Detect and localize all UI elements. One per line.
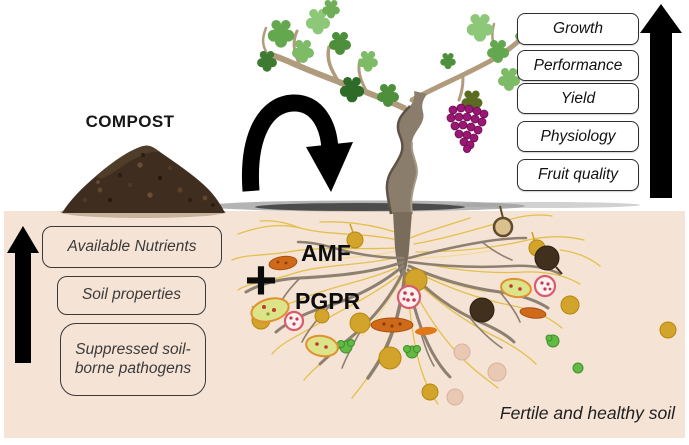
soil-benefit-box-available-nutrients: Available Nutrients: [42, 226, 222, 268]
soil-benefit-box-soil-properties: Soil properties: [57, 276, 206, 315]
spore-icon: [446, 388, 464, 406]
spore-icon: [487, 362, 507, 382]
spore-icon: [453, 343, 471, 361]
spore-icon: [349, 312, 371, 334]
plant-benefit-box-yield: Yield: [517, 83, 639, 114]
spore-icon: [346, 231, 364, 249]
spore-icon: [314, 308, 330, 324]
soil-benefit-label: Available Nutrients: [67, 237, 197, 255]
soil-benefit-box-suppressed-pathogens: Suppressed soil-borne pathogens: [60, 323, 206, 396]
increase-up-arrow-icon: [640, 4, 682, 198]
soil-microbes: [250, 205, 677, 406]
grape-cluster-icon: [446, 103, 489, 153]
increase-up-arrow-icon: [7, 226, 39, 363]
spore-icon: [492, 205, 514, 238]
plant-benefit-label: Fruit quality: [537, 166, 619, 183]
plant-benefit-label: Performance: [533, 56, 623, 74]
spore-icon: [378, 346, 402, 370]
bacteria-icon: [268, 255, 298, 271]
plant-benefit-box-physiology: Physiology: [517, 121, 639, 152]
spore-icon: [421, 383, 439, 401]
grapevine-icon: [257, 0, 533, 215]
plant-benefit-label: Growth: [553, 20, 603, 37]
bacteria-icon: [572, 362, 584, 374]
spore-icon: [534, 245, 560, 271]
plant-benefit-label: Physiology: [540, 127, 616, 145]
protist-icon: [500, 277, 532, 299]
spore-icon: [659, 321, 677, 339]
fertile-soil-caption: Fertile and healthy soil: [499, 403, 675, 423]
microbe-icon: [533, 274, 557, 298]
plant-benefit-label: Yield: [560, 89, 596, 107]
microbe-icon: [396, 284, 422, 310]
compost-pile-icon: [60, 145, 226, 218]
protist-icon: [250, 297, 290, 323]
soil-surface-shadow: [205, 200, 640, 212]
microbe-icon: [283, 310, 305, 332]
spore-icon: [560, 295, 580, 315]
bacteria-icon: [519, 307, 547, 319]
soil-benefit-label: Suppressed soil-borne pathogens: [74, 340, 192, 377]
compost-label: COMPOST: [85, 112, 175, 131]
pgpr-label: PGPR: [295, 288, 361, 314]
plant-benefit-box-growth: Growth: [517, 13, 639, 45]
soil-benefit-label: Soil properties: [81, 286, 182, 304]
curved-down-arrow-icon: [241, 94, 353, 192]
plant-benefit-box-performance: Performance: [517, 50, 639, 81]
protist-icon: [305, 334, 339, 358]
spore-icon: [469, 297, 495, 323]
plant-benefit-box-fruit-quality: Fruit quality: [517, 159, 639, 191]
plus-icon: +: [244, 248, 278, 311]
bacteria-icon: [415, 326, 437, 336]
amf-label: AMF: [301, 240, 351, 266]
